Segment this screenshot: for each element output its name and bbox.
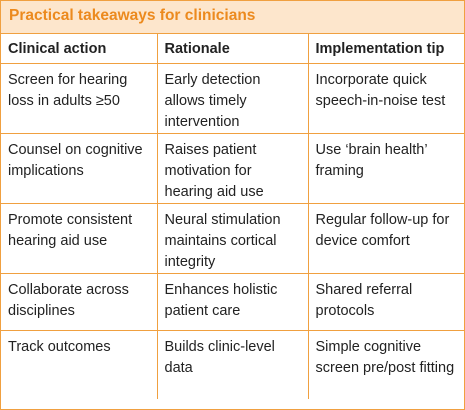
header-row: Clinical action Rationale Implementation… bbox=[1, 34, 464, 64]
cell-rationale: Builds clinic-level data bbox=[157, 330, 309, 399]
title-bar: Practical takeaways for clinicians bbox=[1, 1, 464, 34]
cell-implementation-tip: Incorporate quick speech-in-noise test bbox=[308, 63, 464, 134]
cell-clinical-action: Screen for hearing loss in adults ≥50 bbox=[1, 63, 158, 134]
header-clinical-action: Clinical action bbox=[1, 34, 158, 64]
cell-rationale: Raises patient motivation for hearing ai… bbox=[157, 133, 309, 204]
header-rationale: Rationale bbox=[157, 34, 309, 64]
cell-clinical-action: Counsel on cognitive implications bbox=[1, 133, 158, 204]
cell-implementation-tip: Regular follow-up for device comfort bbox=[308, 203, 464, 274]
cell-rationale: Neural stimulation maintains cortical in… bbox=[157, 203, 309, 274]
table-row: Counsel on cognitive implications Raises… bbox=[1, 133, 464, 204]
cell-clinical-action: Track outcomes bbox=[1, 330, 158, 399]
takeaways-table: Clinical action Rationale Implementation… bbox=[1, 34, 464, 399]
cell-implementation-tip: Shared referral protocols bbox=[308, 273, 464, 331]
cell-clinical-action: Collaborate across disciplines bbox=[1, 273, 158, 331]
card-title: Practical takeaways for clinicians bbox=[9, 7, 256, 24]
table-row: Promote consistent hearing aid use Neura… bbox=[1, 203, 464, 274]
header-implementation-tip: Implementation tip bbox=[308, 34, 464, 64]
cell-implementation-tip: Use ‘brain health’ framing bbox=[308, 133, 464, 204]
table-row: Track outcomes Builds clinic-level data … bbox=[1, 330, 464, 399]
cell-implementation-tip: Simple cognitive screen pre/post fitting bbox=[315, 339, 455, 376]
cell-clinical-action: Promote consistent hearing aid use bbox=[1, 203, 158, 274]
table-row: Collaborate across disciplines Enhances … bbox=[1, 273, 464, 331]
table-row: Screen for hearing loss in adults ≥50 Ea… bbox=[1, 63, 464, 134]
cell-rationale: Enhances holistic patient care bbox=[157, 273, 309, 331]
cell-rationale: Early detection allows timely interventi… bbox=[157, 63, 309, 134]
